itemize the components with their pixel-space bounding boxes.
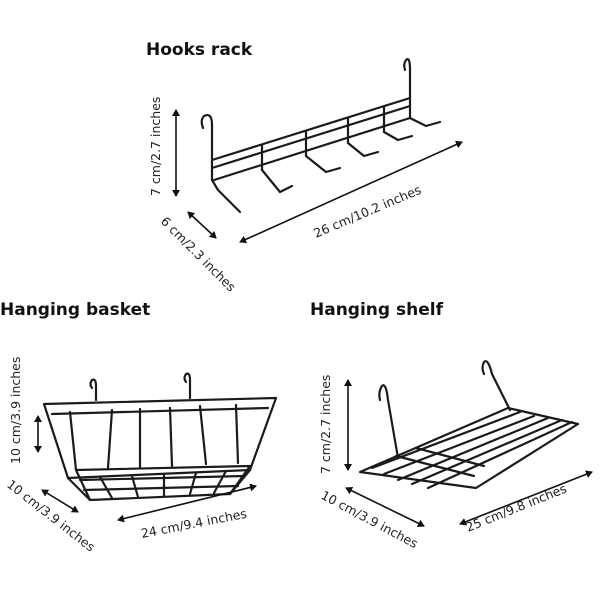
hanging-shelf-title: Hanging shelf xyxy=(310,300,443,320)
hanging-basket-drawing xyxy=(42,372,278,502)
hooks-rack-depth-label: 6 cm/2.3 inches xyxy=(158,214,239,295)
basket-width-arrow xyxy=(117,483,257,523)
basket-height-label: 10 cm/3.9 inches xyxy=(8,357,23,464)
hooks-rack-width-label: 26 cm/10.2 inches xyxy=(311,182,423,241)
shelf-height-label: 7 cm/2.7 inches xyxy=(318,375,333,474)
hooks-rack-height-label: 7 cm/2.7 inches xyxy=(148,97,163,196)
shelf-width-arrow xyxy=(459,470,593,526)
basket-depth-arrow xyxy=(41,489,79,513)
hooks-rack-depth-arrow xyxy=(187,211,217,239)
shelf-depth-arrow xyxy=(345,487,425,527)
hooks-rack-title: Hooks rack xyxy=(146,40,253,60)
hanging-basket-title: Hanging basket xyxy=(0,300,151,320)
shelf-width-label: 25 cm/9.8 inches xyxy=(464,481,569,535)
shelf-depth-label: 10 cm/3.9 inches xyxy=(319,487,421,551)
hooks-rack-width-arrow xyxy=(239,140,463,244)
hanging-shelf-drawing xyxy=(358,360,580,490)
